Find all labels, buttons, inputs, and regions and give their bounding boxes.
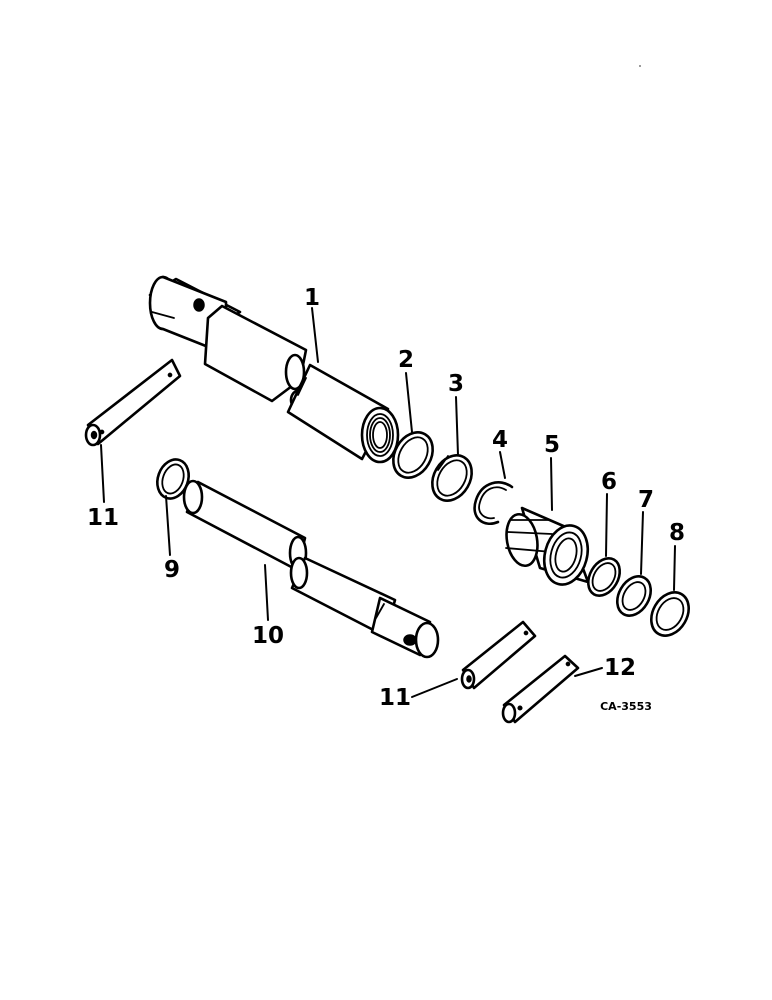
- part-11-pin-upper: [84, 358, 182, 447]
- leader-2: [405, 372, 413, 433]
- callout-5: 5: [544, 432, 560, 458]
- part-12-pin: [501, 654, 580, 724]
- leader-9: [165, 495, 171, 556]
- leader-11-lower: [411, 678, 458, 698]
- part-4-snap-ring: [473, 481, 514, 525]
- leader-5: [550, 457, 553, 511]
- callout-4: 4: [492, 427, 508, 453]
- leader-1: [311, 307, 319, 363]
- part-6-o-ring: [586, 557, 622, 597]
- callout-7: 7: [638, 487, 654, 513]
- part-3-backup-ring: [431, 454, 473, 502]
- part-2-o-ring: [392, 431, 434, 479]
- leader-11-upper: [100, 444, 105, 503]
- part-11-pin-lower: [460, 620, 537, 690]
- callout-9: 9: [164, 557, 180, 583]
- callout-3: 3: [448, 371, 464, 397]
- part-8-wiper-seal: [650, 591, 690, 637]
- leader-4: [499, 451, 506, 479]
- leader-7: [640, 511, 644, 575]
- leader-3: [455, 396, 459, 456]
- callout-8: 8: [669, 520, 685, 546]
- part-7-backup-ring: [615, 575, 653, 617]
- part-5-gland: [505, 506, 590, 586]
- callout-12: 12: [604, 655, 636, 681]
- leader-6: [605, 493, 608, 557]
- leader-12: [574, 667, 603, 677]
- callout-2: 2: [398, 347, 414, 373]
- leader-10: [264, 564, 269, 621]
- part-1-cylinder-barrel: [148, 275, 400, 464]
- figure-code: CA-3553: [600, 700, 652, 713]
- callout-11-upper: 11: [87, 505, 119, 531]
- callout-labels: 1 2 3 4 5 6 7 8 9 10 11 11 12: [87, 285, 685, 711]
- leader-8: [673, 545, 676, 591]
- callout-10: 10: [252, 623, 284, 649]
- callout-6: 6: [601, 469, 617, 495]
- leader-lines: [100, 307, 676, 698]
- scan-speck: [639, 65, 641, 67]
- callout-11-lower: 11: [379, 685, 411, 711]
- callout-1: 1: [304, 285, 320, 311]
- part-10-piston-rod: [182, 479, 440, 659]
